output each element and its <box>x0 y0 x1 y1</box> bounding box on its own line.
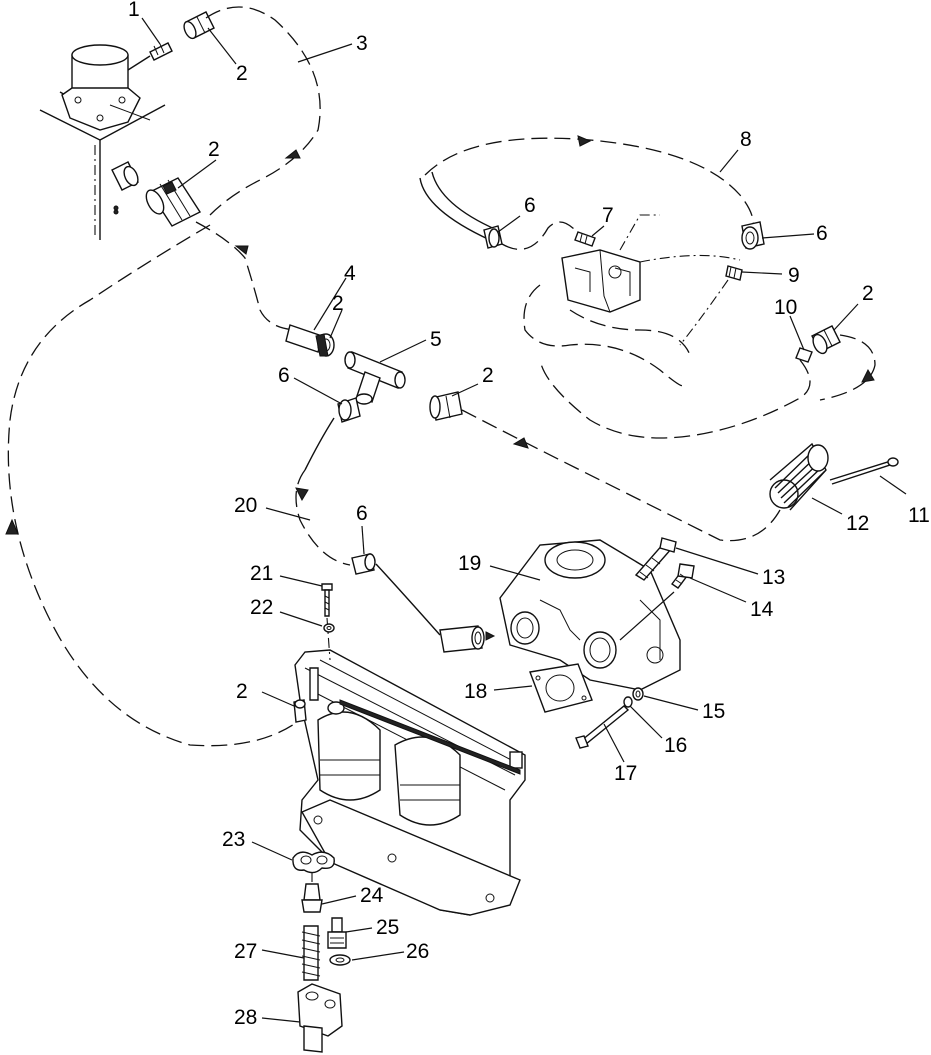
washer-16 <box>623 696 633 708</box>
hose-clamp-6-left <box>483 225 503 249</box>
callout-25: 25 <box>376 916 399 939</box>
bolt-14 <box>619 563 695 641</box>
callout-24: 24 <box>360 884 384 907</box>
callout-8: 8 <box>740 128 752 151</box>
callout-2: 2 <box>862 282 874 305</box>
tee-fitting-5 <box>344 351 406 405</box>
callout-9: 9 <box>788 264 800 287</box>
engine-block <box>294 649 526 916</box>
callout-23: 23 <box>222 828 245 851</box>
spring-27 <box>301 925 321 981</box>
callout-5: 5 <box>430 328 442 351</box>
callout-16: 16 <box>664 734 687 757</box>
callout-7: 7 <box>602 204 614 227</box>
callout-15: 15 <box>702 700 725 723</box>
hose-clamp-manifold <box>439 625 485 653</box>
callout-3: 3 <box>356 32 368 55</box>
fitting-7 <box>574 231 596 247</box>
hose-clamp-right-top <box>811 325 841 355</box>
gasket-23 <box>292 851 335 874</box>
callout-27: 27 <box>234 940 257 963</box>
callout-2: 2 <box>332 292 344 315</box>
callout-19: 19 <box>458 552 481 575</box>
screw-21 <box>321 583 333 661</box>
leader-lines <box>141 17 907 1023</box>
callout-2: 2 <box>236 680 248 703</box>
fitting-10 <box>539 347 813 439</box>
washer-22 <box>323 623 335 633</box>
hose-clamp-6-lower <box>351 553 376 575</box>
pump-housing <box>39 44 166 240</box>
cotter-pin-11 <box>829 457 899 485</box>
hose-sleeve <box>111 161 139 191</box>
callout-12: 12 <box>846 512 869 535</box>
valve-block <box>561 214 741 313</box>
callout-2: 2 <box>208 138 220 161</box>
callout-4: 4 <box>344 262 356 285</box>
hose-clamp-6-right <box>741 221 765 250</box>
callout-10: 10 <box>774 296 797 319</box>
flow-arrow <box>284 149 301 159</box>
fitting-25 <box>327 917 347 949</box>
hose-8-route <box>424 137 754 236</box>
hose-4-route <box>195 221 301 331</box>
fitting-9 <box>679 265 743 346</box>
bolt-13 <box>634 537 677 581</box>
valve-body-28 <box>297 983 343 1053</box>
callout-14: 14 <box>750 598 774 621</box>
hose-clamp-middle-left <box>145 177 202 227</box>
callout-6: 6 <box>524 194 536 217</box>
hose-clamp-block <box>293 699 307 723</box>
hose-clamp-top <box>183 11 215 40</box>
callout-6: 6 <box>816 222 828 245</box>
hose-6-left <box>419 177 491 241</box>
callout-13: 13 <box>762 566 785 589</box>
callout-17: 17 <box>614 762 637 785</box>
callout-22: 22 <box>250 596 273 619</box>
callout-18: 18 <box>464 680 487 703</box>
hose-12-route <box>461 409 781 542</box>
fitting-24 <box>301 872 323 913</box>
callout-2: 2 <box>236 62 248 85</box>
hose-20-route <box>7 224 301 747</box>
gasket-18 <box>529 663 593 713</box>
hose-20-down <box>295 469 351 566</box>
hose-clamp-tee-right <box>429 391 463 421</box>
callout-6: 6 <box>278 364 290 387</box>
callout-6: 6 <box>356 502 368 525</box>
callout-21: 21 <box>250 562 273 585</box>
callout-2: 2 <box>482 364 494 387</box>
callout-28: 28 <box>234 1006 257 1029</box>
callout-20: 20 <box>234 494 257 517</box>
washer-26 <box>329 954 351 966</box>
callout-labels: 1 2 3 2 8 6 7 6 9 4 2 10 2 5 6 2 11 12 2… <box>128 0 930 1029</box>
washer-15 <box>632 687 644 701</box>
spring-12 <box>769 442 829 511</box>
fitting-1 <box>127 42 173 71</box>
callout-1: 1 <box>128 0 140 21</box>
callout-11: 11 <box>908 504 930 527</box>
hose-4 <box>285 324 335 357</box>
hose-clamp-tee-bottom <box>304 397 361 471</box>
exhaust-manifold-19 <box>499 539 681 691</box>
bolt-17 <box>575 705 630 749</box>
phantom-manifold <box>523 284 691 387</box>
callout-26: 26 <box>406 940 429 963</box>
hose-3-route <box>205 6 321 216</box>
